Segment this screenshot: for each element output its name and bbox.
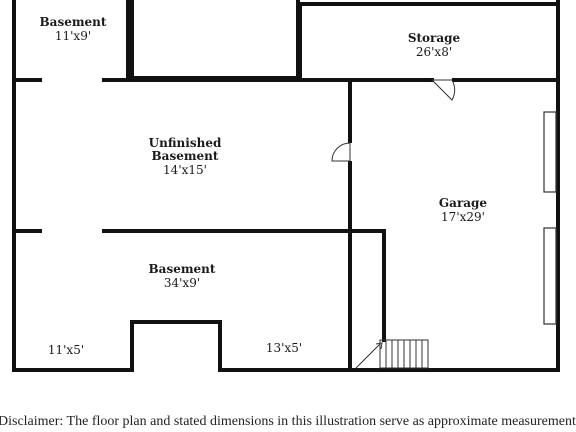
stairs bbox=[355, 339, 429, 369]
room-storage-dims: 26'x8' bbox=[416, 45, 452, 59]
room-unfinished-name-1: Unfinished bbox=[149, 136, 222, 150]
room-right-nook-dims: 13'x5' bbox=[266, 341, 302, 355]
room-garage-dims: 17'x29' bbox=[441, 210, 485, 224]
room-basement-bottom-name: Basement bbox=[149, 262, 216, 276]
room-unfinished-name-2: Basement bbox=[152, 149, 219, 163]
room-garage-name: Garage bbox=[439, 196, 488, 210]
wall-top-room bbox=[130, 0, 300, 80]
walls bbox=[12, 0, 560, 372]
room-basement-top-dims: 11'x9' bbox=[55, 29, 91, 43]
windows bbox=[543, 111, 557, 325]
room-left-nook-dims: 11'x5' bbox=[48, 343, 84, 357]
room-labels: Basement 11'x9' Storage 26'x8' Unfinishe… bbox=[40, 15, 488, 357]
stairs-arrow bbox=[355, 342, 383, 369]
disclaimer-text: Disclaimer: The floor plan and stated di… bbox=[0, 414, 576, 429]
room-unfinished-dims: 14'x15' bbox=[163, 163, 207, 177]
door-garage bbox=[331, 142, 351, 162]
wall-bottom-notch bbox=[130, 320, 222, 372]
room-basement-top-name: Basement bbox=[40, 15, 107, 29]
window-garage-lower bbox=[543, 227, 557, 325]
room-basement-bottom-dims: 34'x9' bbox=[164, 276, 200, 290]
room-storage-name: Storage bbox=[408, 31, 461, 45]
door-storage bbox=[430, 79, 456, 101]
doors bbox=[331, 79, 456, 162]
window-garage-upper bbox=[543, 111, 557, 193]
